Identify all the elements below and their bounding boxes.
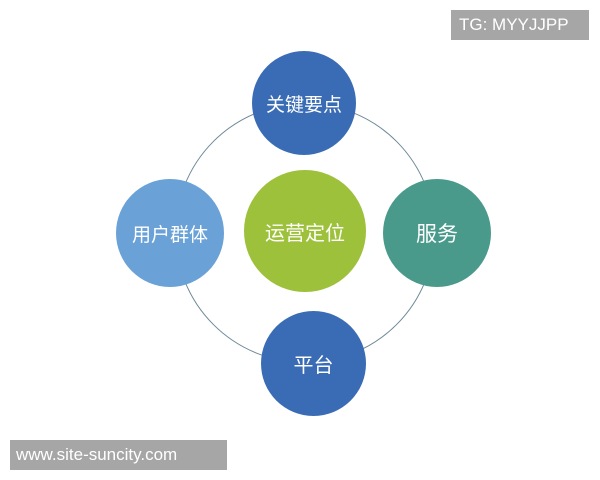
watermark-bottom-left: www.site-suncity.com [10, 440, 227, 470]
node-center: 运营定位 [244, 170, 366, 292]
node-center-label: 运营定位 [265, 220, 345, 245]
node-top-label: 关键要点 [265, 93, 342, 116]
node-bottom-label: 平台 [293, 353, 334, 377]
node-top: 关键要点 [252, 51, 356, 155]
node-left: 用户群体 [116, 179, 224, 287]
node-right-label: 服务 [416, 222, 458, 246]
node-right: 服务 [383, 179, 491, 287]
node-bottom: 平台 [261, 311, 366, 416]
watermark-top-right: TG: MYYJJPP [451, 10, 589, 40]
node-left-label: 用户群体 [131, 223, 208, 246]
